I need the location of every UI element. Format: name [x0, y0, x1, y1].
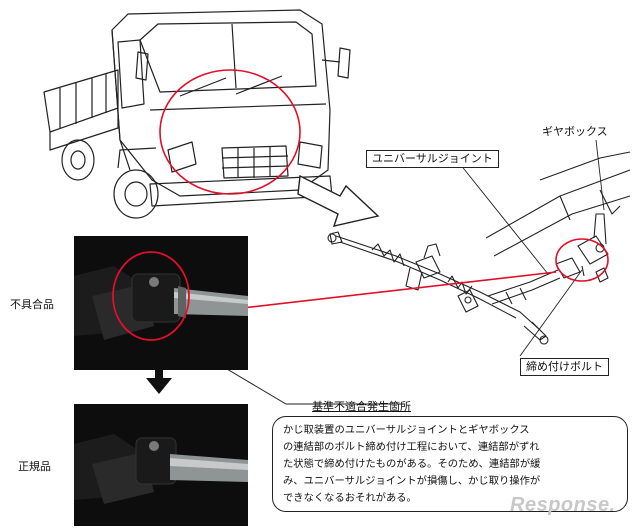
joint-highlight-circle	[555, 238, 609, 282]
truck-highlight-circle	[159, 69, 301, 195]
universal-joint-label: ユニバーサルジョイント	[366, 150, 499, 168]
bolt-label: 締め付けボルト	[520, 358, 609, 376]
description-line: た状態で締め付けたものがある。そのため、連結部が緩	[283, 458, 541, 470]
defective-label: 不具合品	[10, 298, 54, 311]
description-line: み、ユニバーサルジョイントが損傷し、かじ取り操作が	[283, 475, 541, 487]
photo-highlight-circle	[112, 251, 190, 341]
defective-photo	[74, 236, 248, 370]
watermark-logo: Response.	[510, 494, 616, 516]
red-connector-line	[189, 271, 557, 315]
description-line: かじ取装置のユニバーサルジョイントとギヤボックス	[283, 424, 530, 436]
description-box: かじ取装置のユニバーサルジョイントとギヤボックス の連結部のボルト締め付け工程に…	[272, 416, 628, 512]
nonconformance-label: 基準不適合発生箇所	[312, 400, 411, 413]
description-line: できなくなるおそれがある。	[283, 492, 417, 504]
gearbox-label: ギヤボックス	[540, 124, 610, 140]
description-line: の連結部のボルト締め付け工程において、連結部がずれ	[283, 441, 540, 453]
zoom-arrow	[297, 174, 380, 227]
down-arrow	[146, 364, 172, 394]
regular-photo	[74, 404, 248, 526]
regular-label: 正規品	[18, 460, 51, 473]
